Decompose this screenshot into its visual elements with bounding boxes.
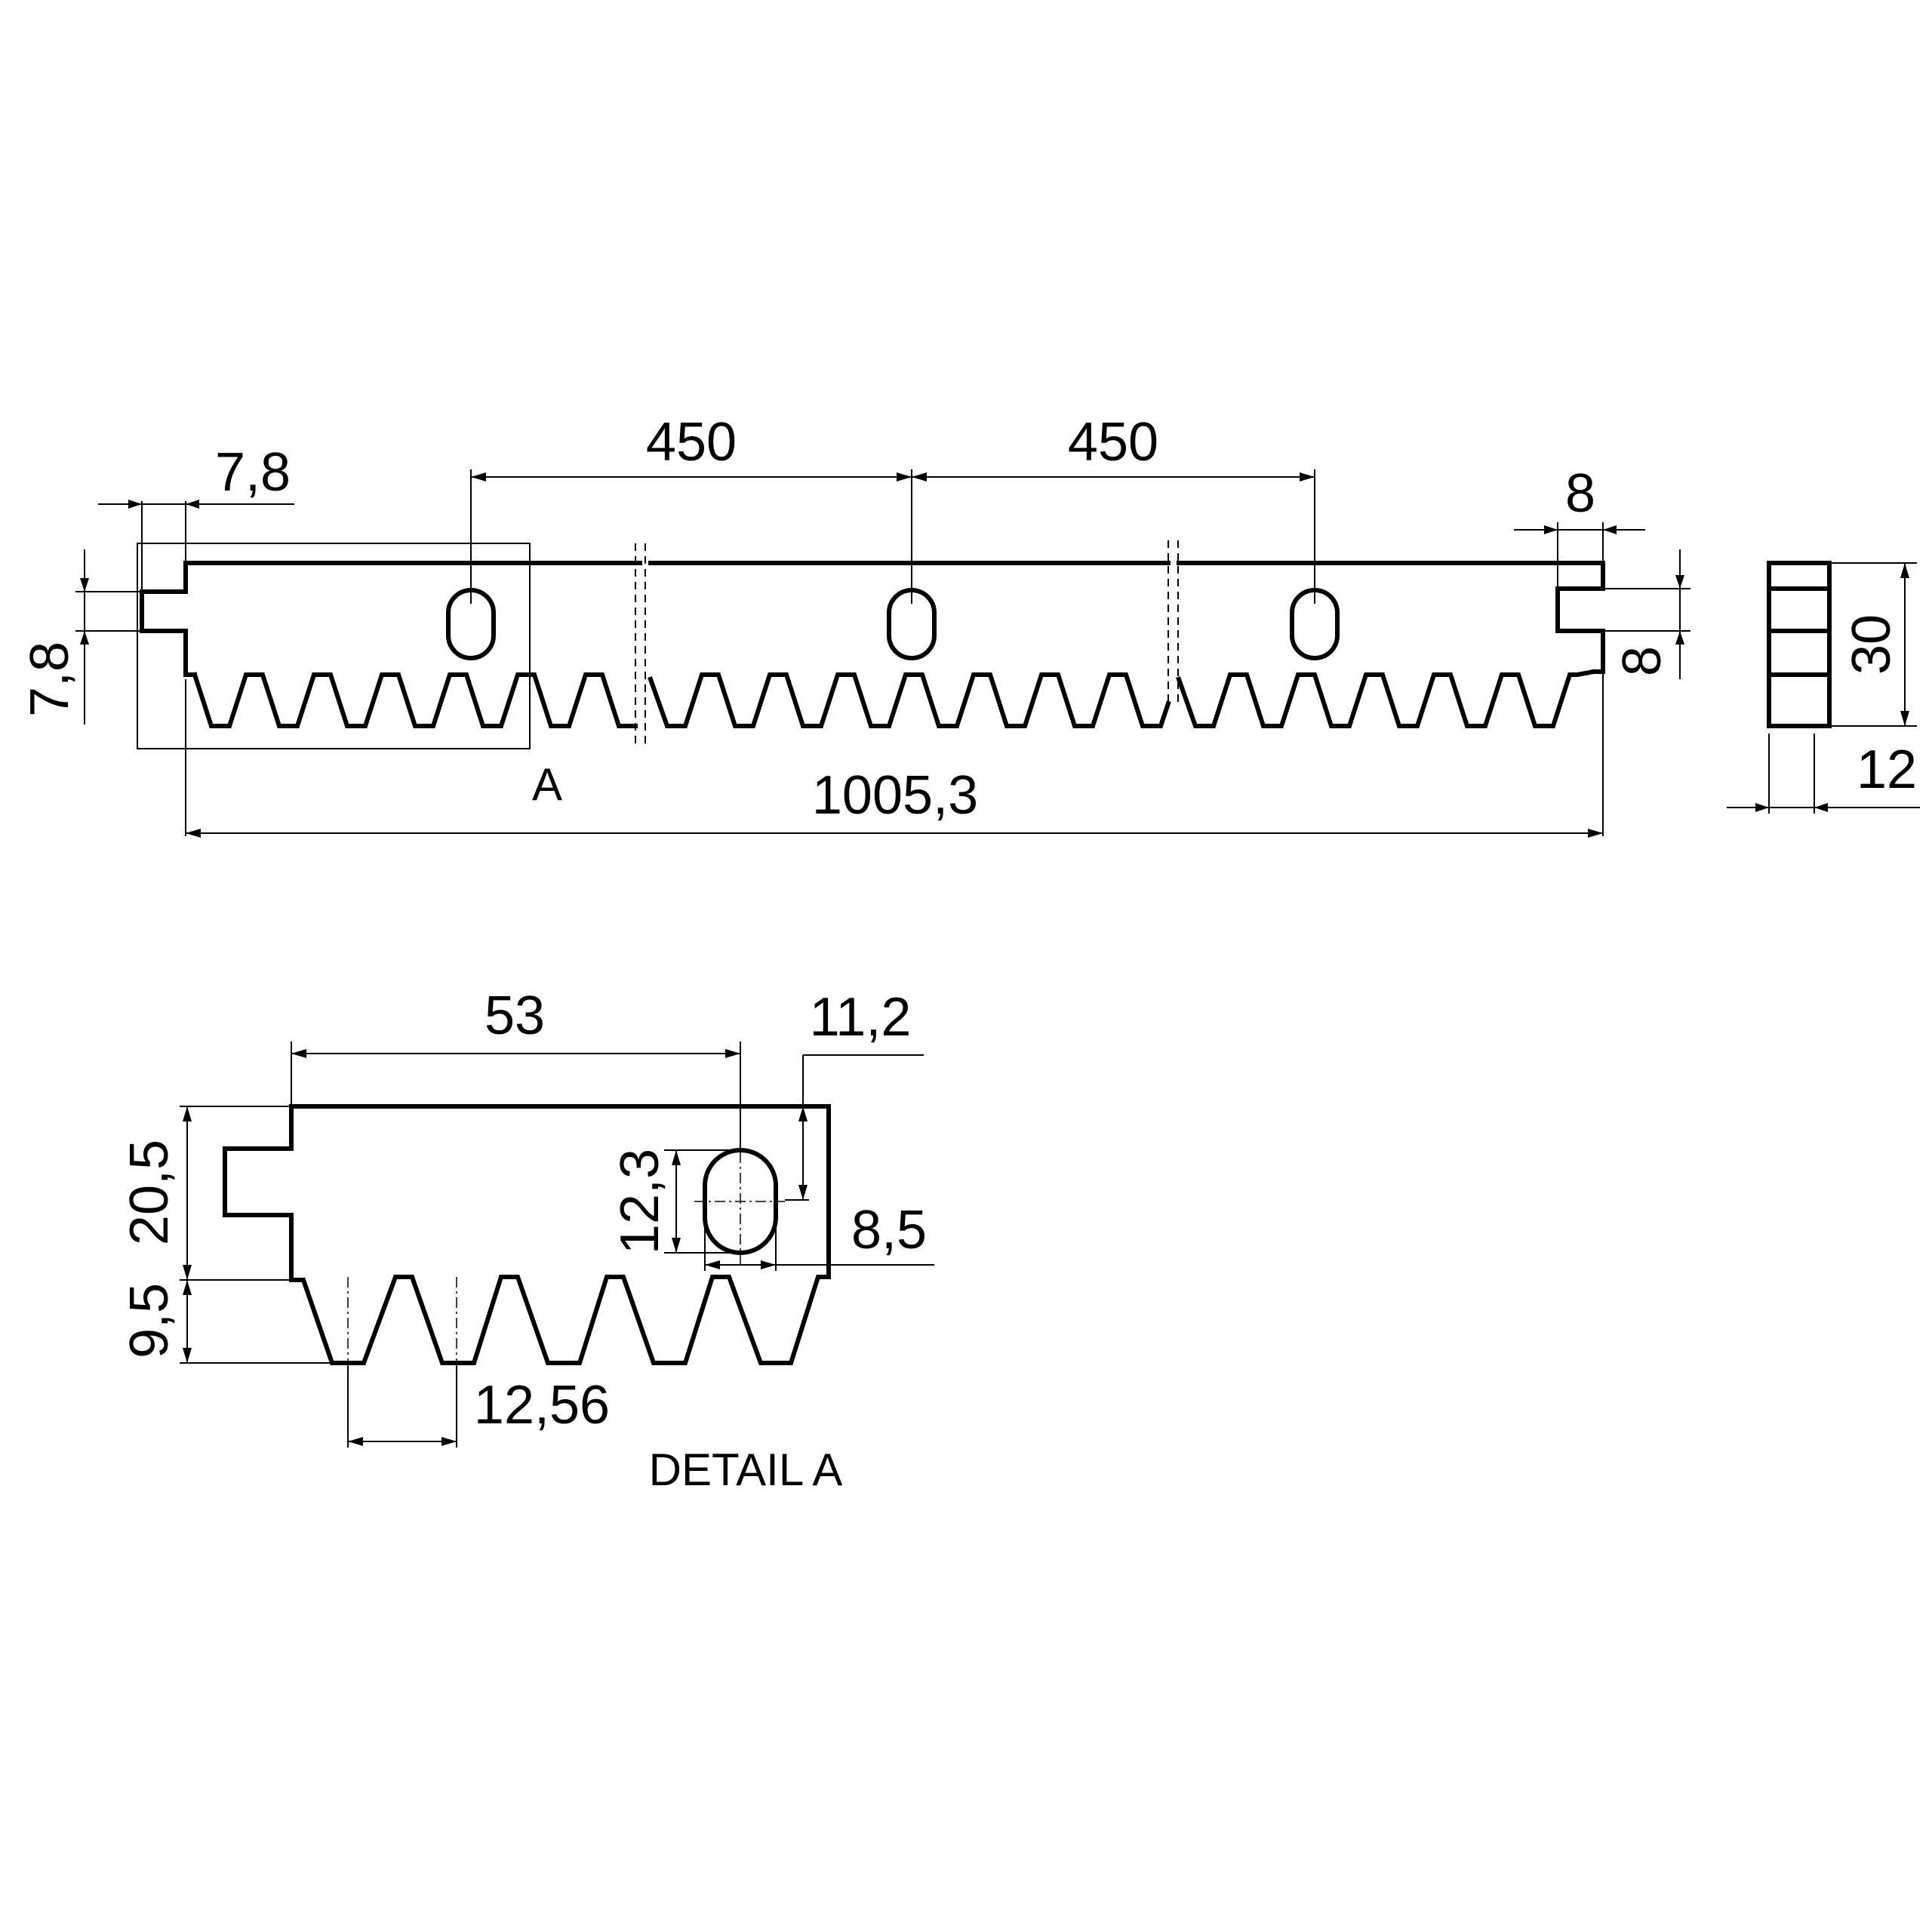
dim-section-width-value: 12 xyxy=(1857,740,1917,800)
dim-slot-pitch-2-value: 450 xyxy=(1068,412,1158,472)
detail-a-title: DETAIL A xyxy=(649,1444,843,1495)
detail-a-marker: A xyxy=(532,759,562,810)
detail-a-view: 53 11,2 12,3 8,5 xyxy=(119,986,934,1495)
dim-detail-slot-edge: 11,2 xyxy=(785,987,924,1201)
dim-detail-slot-position: 53 xyxy=(291,986,741,1150)
dim-left-inset: 7,8 xyxy=(98,442,294,592)
gear-rack-main-view: A 7,8 450 450 xyxy=(20,412,1690,838)
dim-slot-pitch-1-value: 450 xyxy=(646,412,737,472)
dim-slot-pitch: 450 450 xyxy=(470,412,1315,604)
break-lines xyxy=(635,540,1179,747)
detail-outline xyxy=(223,1104,831,1365)
dim-detail-heights: 20,5 9,5 xyxy=(119,1106,332,1364)
rack-outline-right xyxy=(1177,561,1605,674)
dim-detail-slot-position-value: 53 xyxy=(485,986,545,1046)
rack-outline-left xyxy=(140,561,642,677)
dim-right-inset: 8 xyxy=(1514,463,1645,589)
dim-detail-tooth-height-value: 9,5 xyxy=(119,1283,180,1358)
dim-detail-slot-length-value: 12,3 xyxy=(610,1149,670,1254)
dim-left-tab-height: 7,8 xyxy=(20,549,142,724)
rack-teeth-segment-1 xyxy=(192,672,638,728)
dim-left-tab-height-value: 7,8 xyxy=(20,641,80,717)
dim-section-height: 30 xyxy=(1829,562,1917,727)
dim-right-tab-height-value: 8 xyxy=(1612,646,1672,676)
rack-teeth-segment-3 xyxy=(1176,669,1597,728)
dim-detail-tooth-pitch-value: 12,56 xyxy=(474,1375,610,1435)
rack-section-view: 30 12 xyxy=(1727,561,1920,814)
dim-detail-slot-length: 12,3 xyxy=(610,1149,740,1254)
dim-detail-slot-edge-value: 11,2 xyxy=(810,987,912,1048)
section-outline xyxy=(1767,561,1832,728)
dim-section-height-value: 30 xyxy=(1841,614,1902,675)
dim-detail-body-height-value: 20,5 xyxy=(119,1140,180,1245)
dim-left-inset-value: 7,8 xyxy=(215,442,291,503)
detail-a-callout-box xyxy=(137,543,531,749)
dim-section-width: 12 xyxy=(1727,734,1920,814)
dim-detail-tooth-pitch: 12,56 xyxy=(347,1366,610,1447)
dim-right-inset-value: 8 xyxy=(1565,463,1595,524)
rack-teeth-segment-2 xyxy=(648,672,1171,728)
dim-right-tab-height: 8 xyxy=(1603,549,1690,679)
dim-detail-slot-width: 8,5 xyxy=(704,1200,934,1271)
dim-total-length-value: 1005,3 xyxy=(812,765,978,826)
dim-total-length: 1005,3 xyxy=(185,672,1604,838)
dim-detail-slot-width-value: 8,5 xyxy=(851,1200,927,1260)
